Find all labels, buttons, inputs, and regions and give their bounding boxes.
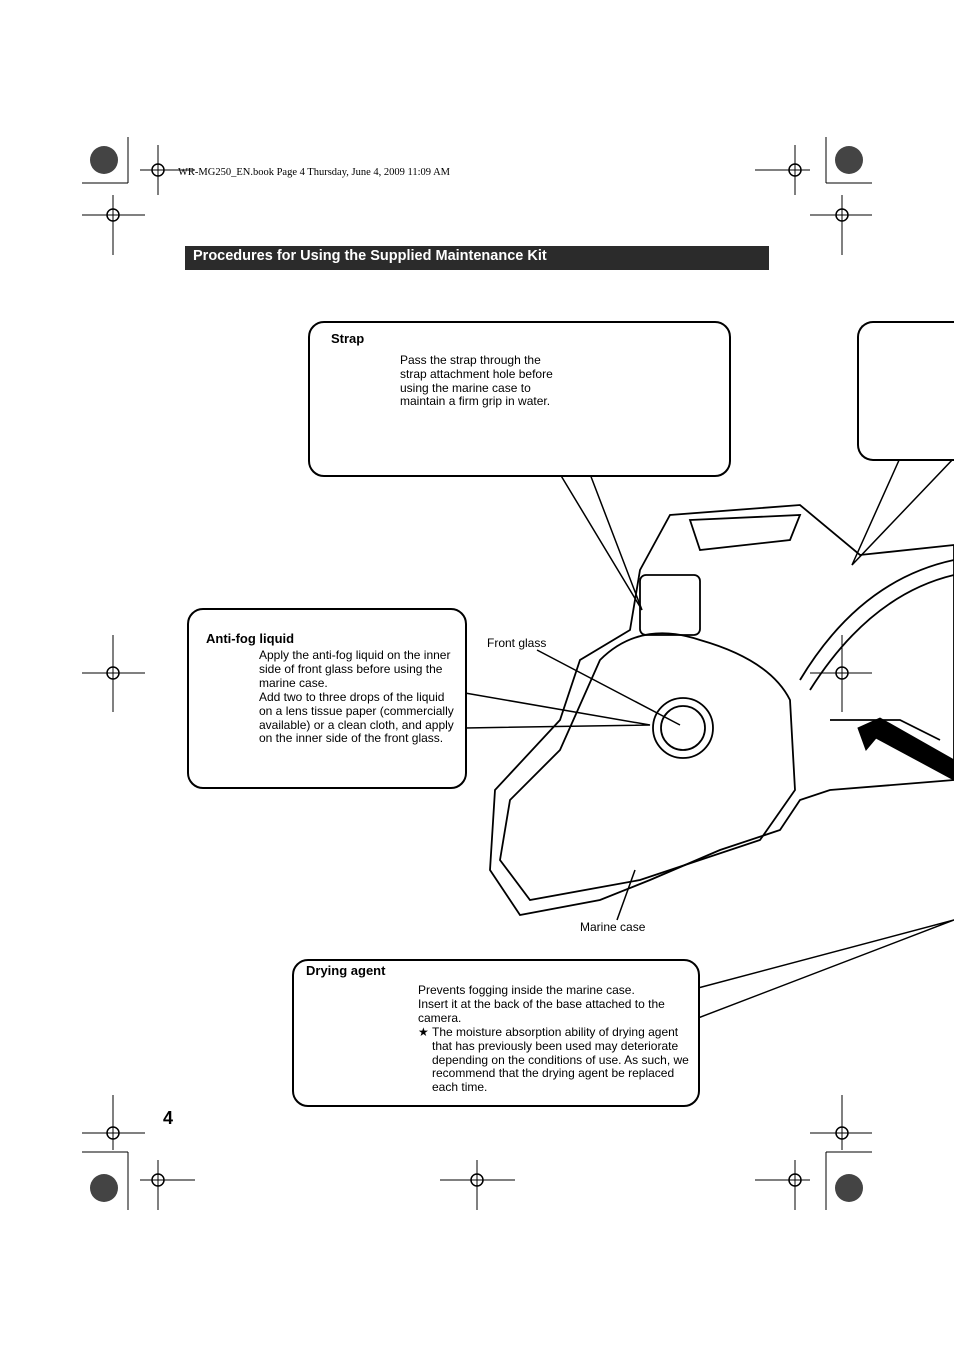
section-title: Procedures for Using the Supplied Mainte… [185,246,769,270]
callout-pointers [464,457,954,1019]
book-info-line: WR-MG250_EN.book Page 4 Thursday, June 4… [178,167,451,178]
strap-text: Pass the strap through the strap attachm… [400,353,553,409]
antifog-text-1: Apply the anti-fog liquid on the inner s… [259,648,451,690]
antifog-title: Anti-fog liquid [206,631,295,646]
antifog-callout: Anti-fog liquid Apply the anti-fog liqui… [187,608,467,789]
drying-title: Drying agent [306,963,386,978]
strap-callout: Strap Pass the strap through the strap a… [308,321,731,477]
color-targets [90,146,863,1202]
drying-text-1: Prevents fogging inside the marine case. [418,983,635,997]
strap-title: Strap [331,331,365,346]
drying-agent-callout: Drying agent Prevents fogging inside the… [292,959,700,1107]
partial-callout [857,321,954,461]
front-glass-label: Front glass [487,636,547,650]
note-star: ★ [418,1025,429,1039]
page-number: 4 [163,1108,174,1128]
drying-text-2: Insert it at the back of the base attach… [418,997,665,1025]
drying-note: The moisture absorption ability of dryin… [432,1025,689,1095]
insert-arrow-icon [857,717,954,781]
antifog-text-2: Add two to three drops of the liquid on … [259,690,454,746]
marine-case-label: Marine case [580,920,646,934]
crop-marks [82,137,872,1210]
marine-case-illustration [489,504,954,916]
